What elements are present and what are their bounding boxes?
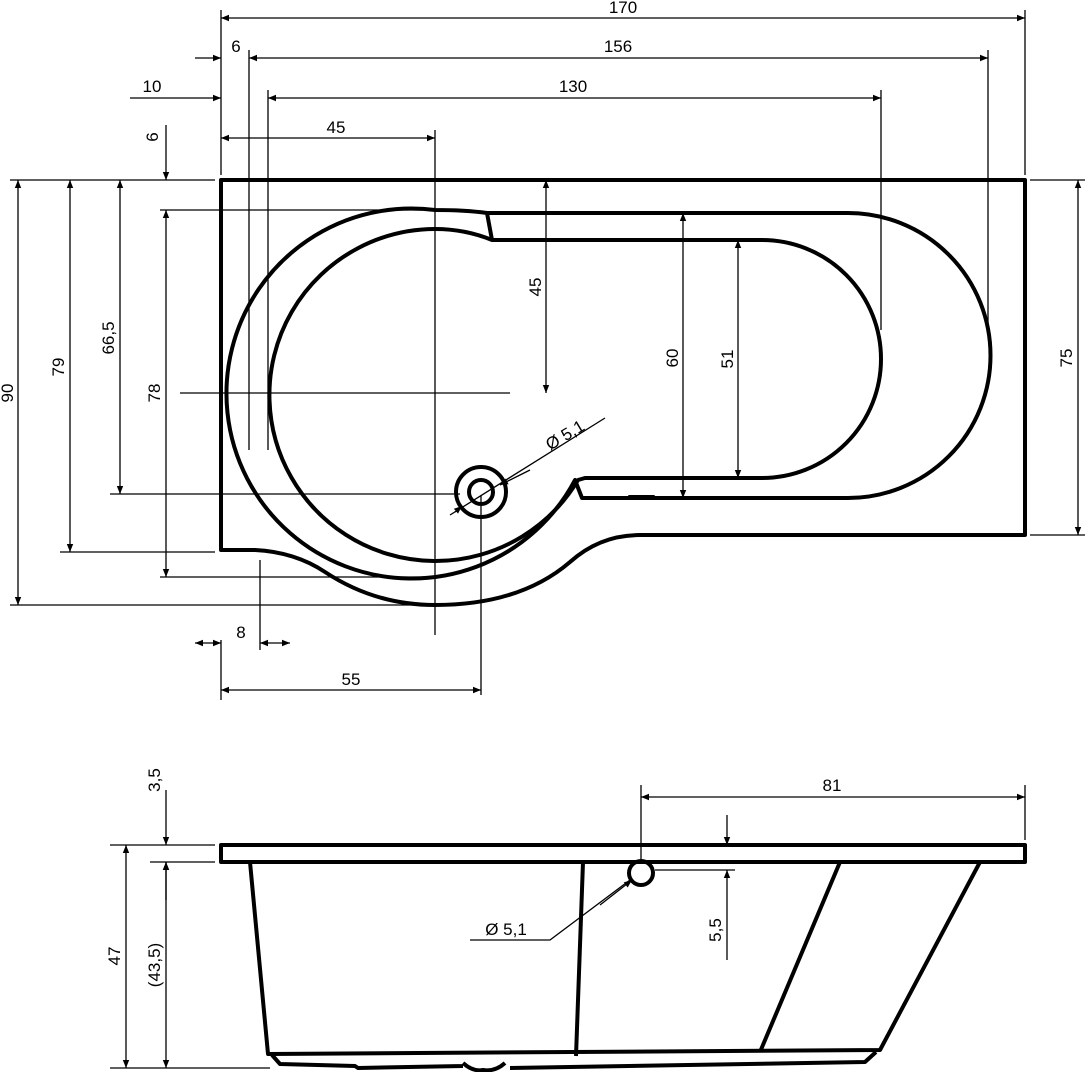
dim-90: 90 xyxy=(0,384,17,403)
dim-55: 55 xyxy=(342,670,361,689)
extension-lines xyxy=(10,10,1085,700)
tub-body xyxy=(248,861,982,1057)
dim-79: 79 xyxy=(49,358,68,377)
dim-130: 130 xyxy=(559,77,587,96)
dim-78: 78 xyxy=(145,384,164,403)
overflow-mark xyxy=(628,495,655,500)
overflow-diameter: Ø 5,1 xyxy=(485,920,527,939)
dim-66-5: 66,5 xyxy=(99,321,118,354)
dim-170: 170 xyxy=(609,0,637,17)
dim-156: 156 xyxy=(604,37,632,56)
dim-8: 8 xyxy=(236,623,245,642)
dim-75: 75 xyxy=(1057,349,1076,368)
rim xyxy=(219,843,1027,864)
side-view: 3,5 81 47 (43,5) Ø 5,1 5,5 xyxy=(105,768,1027,1072)
dim-5-5: 5,5 xyxy=(706,918,725,942)
dim-47: 47 xyxy=(105,947,124,966)
basin-contour xyxy=(267,227,883,563)
dim-depth-45: 45 xyxy=(526,278,545,297)
dim-3-5: 3,5 xyxy=(145,768,164,792)
top-view: 170 156 6 130 10 45 6 90 79 66,5 78 45 6… xyxy=(0,0,1085,700)
dim-6: 6 xyxy=(231,37,240,56)
outer-outline xyxy=(219,178,1027,607)
dim-60: 60 xyxy=(663,349,682,368)
dim-10: 10 xyxy=(143,77,162,96)
dim-45: 45 xyxy=(327,118,346,137)
tub-feet xyxy=(270,1050,878,1072)
dim-rim-6: 6 xyxy=(143,132,162,141)
dim-51: 51 xyxy=(718,350,737,369)
dim-43-5: (43,5) xyxy=(145,943,164,987)
overflow-hole xyxy=(627,859,655,887)
drain-diameter: Ø 5,1 xyxy=(542,416,587,454)
side-extension-lines xyxy=(110,785,1026,1069)
dim-81: 81 xyxy=(823,776,842,795)
